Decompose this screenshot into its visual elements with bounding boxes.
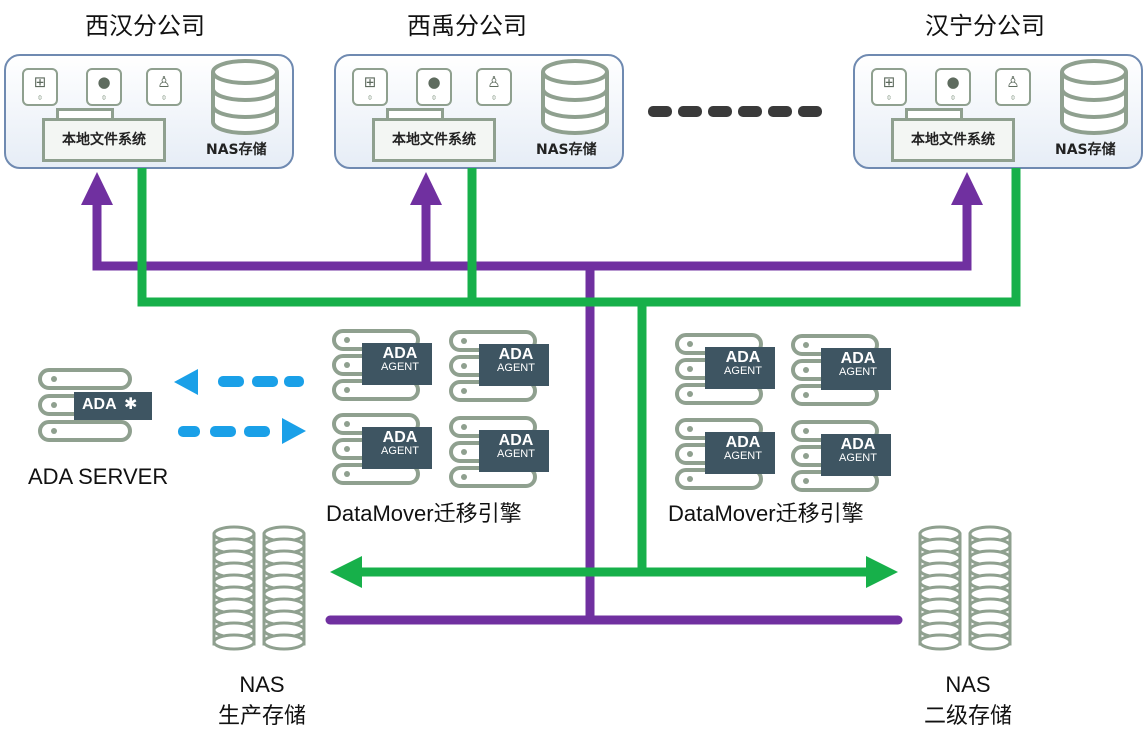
database-icon [211,59,279,135]
branch-box-hanning: ⊞⌽ ●⌽ ♙⌽ 本地文件系统 NAS存储 [853,54,1143,169]
nas-secondary-icon [920,527,1010,649]
local-filesystem-label: 本地文件系统 [891,118,1015,162]
branch-box-xihan: ⊞⌽ ●⌽ ♙⌽ 本地文件系统 NAS存储 [4,54,294,169]
branch-title-xiyu: 西禹分公司 [407,12,527,40]
more-branches-ellipsis [648,106,822,117]
nas-production-label: NAS 生产存储 [217,672,306,729]
database-icon [541,59,609,135]
linux-icon: ♙⌽ [146,68,182,106]
purple-branch-bus [92,200,972,271]
datamover-label-2: DataMover迁移引擎 [668,501,864,526]
purple-arrow-up-3 [951,172,983,205]
nas-storage-label: NAS存储 [206,142,267,158]
gear-icon: ✱ [124,394,138,413]
datamover-label-1: DataMover迁移引擎 [326,501,522,526]
branch-title-xihan: 西汉分公司 [85,12,205,40]
branch-box-xiyu: ⊞⌽ ●⌽ ♙⌽ 本地文件系统 NAS存储 [334,54,624,169]
local-filesystem-label: 本地文件系统 [42,118,166,162]
nas-secondary-label: NAS 二级存储 [923,672,1012,729]
folder-tab [386,108,444,120]
apple-icon: ●⌽ [86,68,122,106]
ada-server-label: ADA SERVER [28,464,169,489]
local-filesystem-label: 本地文件系统 [372,118,496,162]
linux-icon: ♙⌽ [995,68,1031,106]
blue-arrow-left-head [174,369,198,395]
purple-arrow-up-2 [410,172,442,205]
branch-title-hanning: 汉宁分公司 [925,12,1045,40]
windows-icon: ⊞⌽ [871,68,907,106]
blue-arrow-right-head [282,418,306,444]
database-icon [1060,59,1128,135]
apple-icon: ●⌽ [416,68,452,106]
purple-arrow-up-1 [81,172,113,205]
apple-icon: ●⌽ [935,68,971,106]
nas-storage-label: NAS存储 [1055,142,1116,158]
nas-production-icon [214,527,304,649]
linux-icon: ♙⌽ [476,68,512,106]
windows-icon: ⊞⌽ [352,68,388,106]
green-arrow-left [330,556,362,588]
green-branch-bus [137,168,1021,307]
green-arrow-right [866,556,898,588]
windows-icon: ⊞⌽ [22,68,58,106]
ada-server-icon [38,368,152,442]
folder-tab [56,108,114,120]
nas-storage-label: NAS存储 [536,142,597,158]
server-badge: ADA [82,396,117,413]
folder-tab [905,108,963,120]
